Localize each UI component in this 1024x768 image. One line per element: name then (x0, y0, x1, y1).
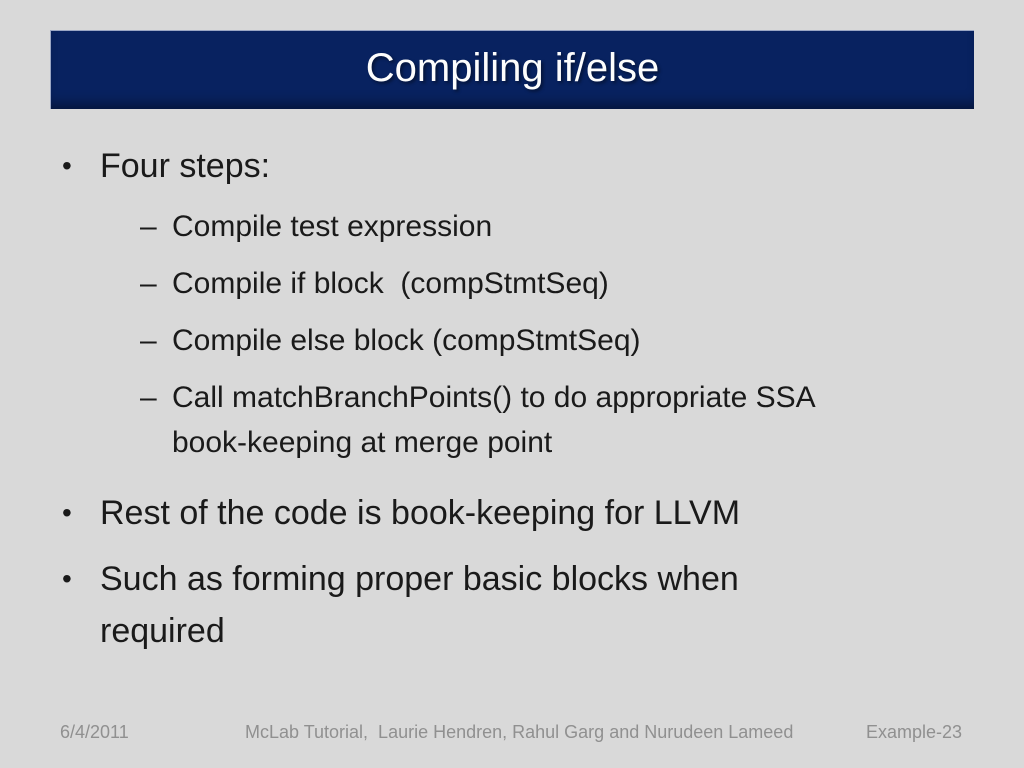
footer-page-label: Example-23 (865, 722, 962, 742)
dash-icon: – (140, 210, 157, 243)
footer-credits: McLab Tutorial, Laurie Hendren, Rahul Ga… (245, 722, 794, 742)
sub-bullet-item: – Compile if block (compStmtSeq) (62, 261, 969, 306)
bullet-text: required (100, 612, 225, 650)
slide-title: Compiling if/else (365, 45, 660, 90)
bullet-dot-icon: • (62, 563, 72, 594)
sub-bullet-item: – Compile test expression (62, 204, 969, 249)
bullet-text: Four steps: (100, 147, 271, 185)
sub-bullet-text: Compile else block (compStmtSeq) (172, 324, 641, 357)
dash-icon: – (140, 324, 157, 357)
bullet-dot-icon: • (62, 150, 72, 181)
sub-bullet-text: book-keeping at merge point (172, 426, 553, 459)
sub-bullet-text: Compile if block (compStmtSeq) (172, 267, 609, 300)
dash-icon: – (140, 381, 157, 414)
sub-bullet-item: – Compile else block (compStmtSeq) (62, 318, 969, 363)
bullet-text: Such as forming proper basic blocks when (100, 560, 739, 598)
sub-bullet-item: – Call matchBranchPoints() to do appropr… (62, 375, 969, 465)
bullet-item: • Four steps: (62, 140, 969, 192)
bullet-text: Rest of the code is book-keeping for LLV… (100, 494, 741, 532)
footer-date: 6/4/2011 (60, 722, 129, 742)
title-banner: Compiling if/else (50, 30, 974, 109)
slide-body: • Four steps: – Compile test expression … (62, 140, 969, 657)
sub-bullet-text: Call matchBranchPoints() to do appropria… (172, 381, 816, 414)
dash-icon: – (140, 267, 157, 300)
bullet-dot-icon: • (62, 497, 72, 528)
sub-bullet-text: Compile test expression (172, 210, 493, 243)
bullet-item: • Rest of the code is book-keeping for L… (62, 487, 969, 539)
bullet-item: • Such as forming proper basic blocks wh… (62, 553, 969, 657)
